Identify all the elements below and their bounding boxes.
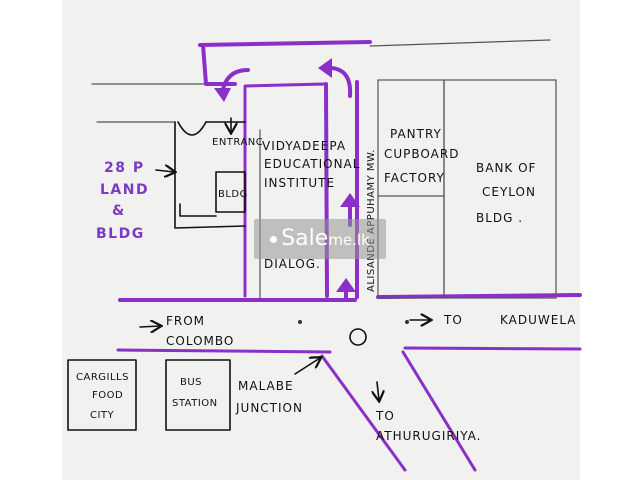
- watermark-dot-icon: [270, 235, 278, 243]
- site-watermark: Saleme.lk: [254, 219, 386, 259]
- entrance-arch: [177, 121, 207, 136]
- institute-right-wall: [324, 82, 329, 298]
- land-arrow: [155, 170, 174, 172]
- up-arrow-low-head: [336, 278, 356, 292]
- land-label-2: LAND: [100, 182, 149, 198]
- cargills-block: [67, 359, 137, 431]
- land-label-1: 28 P: [104, 160, 145, 176]
- cargills-label-2: FOOD: [92, 390, 123, 401]
- pantry-label-3: FACTORY: [384, 171, 445, 185]
- institute-label-3: INSTITUTE: [264, 176, 335, 190]
- roundabout: [349, 328, 367, 346]
- land-label-4: BLDG: [96, 226, 145, 242]
- bank-label-1: BANK OF: [476, 161, 536, 175]
- bus-label-1: BUS: [180, 377, 202, 388]
- junction-label-2: JUNCTION: [235, 401, 303, 415]
- small-building-label: BLDG: [218, 189, 248, 200]
- watermark-domain: me.lk: [328, 231, 370, 249]
- cargills-label-1: CARGILLS: [76, 372, 129, 383]
- institute-label-1: VIDYADEEPA: [262, 139, 346, 153]
- pantry-label-1: PANTRY: [390, 127, 442, 141]
- top-road-upper: [198, 40, 372, 47]
- junction-label-1: MALABE: [238, 379, 294, 393]
- up-arrow-mid-head: [340, 193, 360, 207]
- top-guide-line: [369, 39, 551, 47]
- athurugiriya-label: ATHURUGIRIYA.: [376, 429, 481, 443]
- institute-label-2: EDUCATIONAL: [264, 157, 360, 171]
- to-athurugiriya-arrow: [377, 381, 379, 400]
- dialog-label: DIALOG.: [264, 257, 321, 271]
- from-colombo-arrow: [139, 326, 160, 327]
- land-plot-outline: [174, 121, 246, 229]
- turn-arrow-left-head: [214, 88, 231, 102]
- main-road-lower-right: [376, 293, 582, 299]
- bank-label-2: CEYLON: [482, 185, 536, 199]
- pantry-label-2: CUPBOARD: [384, 147, 459, 161]
- bank-block: [443, 79, 557, 299]
- bottom-road-right: [403, 346, 582, 351]
- kaduwela-label: KADUWELA: [500, 313, 577, 327]
- building-step: [179, 203, 217, 217]
- cargills-label-3: CITY: [90, 410, 115, 421]
- bank-label-3: BLDG .: [476, 211, 523, 225]
- bus-label-2: STATION: [172, 398, 218, 409]
- road-dot-right: [405, 320, 409, 324]
- left-margin: [0, 0, 62, 480]
- right-margin: [580, 0, 640, 480]
- road-dot-left: [298, 320, 302, 324]
- athurugiriya-road-left: [320, 354, 407, 472]
- small-building: [215, 171, 246, 213]
- from-label: FROM: [166, 314, 205, 328]
- bus-station-block: [165, 359, 231, 431]
- watermark-brand: Sale: [281, 226, 329, 251]
- junction-arrow: [294, 358, 320, 375]
- to-athurugiriya-prefix: TO: [375, 409, 395, 423]
- institute-top-wall: [243, 82, 327, 88]
- colombo-label: COLOMBO: [166, 334, 234, 348]
- turn-arrow-top-head: [318, 58, 332, 78]
- land-label-3: &: [112, 203, 126, 219]
- entrance-label: ENTRANC: [212, 137, 263, 148]
- bottom-road-left: [116, 348, 332, 354]
- to-kaduwela-prefix: TO: [443, 313, 463, 327]
- athurugiriya-road-right: [401, 350, 477, 472]
